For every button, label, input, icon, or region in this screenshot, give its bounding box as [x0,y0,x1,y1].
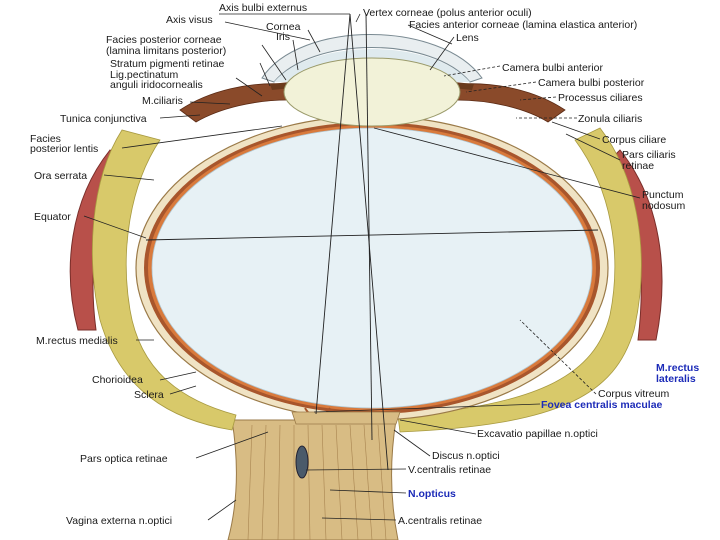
label-vertex-corneae: Vertex corneae (polus anterior oculi) [363,7,532,19]
ciliary-body-right [456,84,565,122]
label-axis-bulbi-externus: Axis bulbi externus [219,2,307,14]
label-ora-serrata: Ora serrata [34,170,87,182]
label-a-centralis-retinae: A.centralis retinae [398,515,482,527]
label-vagina-externa: Vagina externa n.optici [66,515,172,527]
central-vessel [296,446,308,478]
label-v-centralis-retinae: V.centralis retinae [408,464,491,476]
label-sclera: Sclera [134,389,164,401]
label-discus-n-optici: Discus n.optici [432,450,500,462]
label-facies-anterior-corneae: Facies anterior corneae (lamina elastica… [409,19,637,31]
label-excavatio-papillae: Excavatio papillae n.optici [477,428,598,440]
label-camera-bulbi-posterior: Camera bulbi posterior [538,77,645,89]
label-tunica-conjunctiva: Tunica conjunctiva [60,113,147,125]
label-axis-visus: Axis visus [166,14,213,26]
label-m-rectus-lateralis-2: lateralis [656,373,696,385]
label-corpus-ciliare: Corpus ciliare [602,134,666,146]
label-m-ciliaris: M.ciliaris [142,95,183,107]
lens-shape [284,58,460,126]
vitreous-body [152,128,592,408]
label-zonula-ciliaris: Zonula ciliaris [578,113,642,125]
label-processus-ciliares: Processus ciliares [558,92,643,104]
label-iris: Iris [276,31,290,43]
label-camera-bulbi-anterior: Camera bulbi anterior [502,62,603,74]
label-punctum-nodosum-2: nodosum [642,200,685,212]
label-n-opticus: N.opticus [408,488,456,500]
optic-nerve-sheath [228,420,398,540]
label-chorioidea: Chorioidea [92,374,143,386]
label-lig-pectinatum-2: anguli iridocornealis [110,79,203,91]
label-pars-optica-retinae: Pars optica retinae [80,453,168,465]
label-m-rectus-medialis: M.rectus medialis [36,335,118,347]
label-facies-posterior-lentis-2: posterior lentis [30,143,98,155]
label-fovea-centralis-maculae: Fovea centralis maculae [541,399,663,411]
label-lens: Lens [456,32,479,44]
label-facies-posterior-corneae-2: (lamina limitans posterior) [106,45,226,57]
label-equator: Equator [34,211,71,223]
label-pars-ciliaris-retinae-2: retinae [622,160,654,172]
